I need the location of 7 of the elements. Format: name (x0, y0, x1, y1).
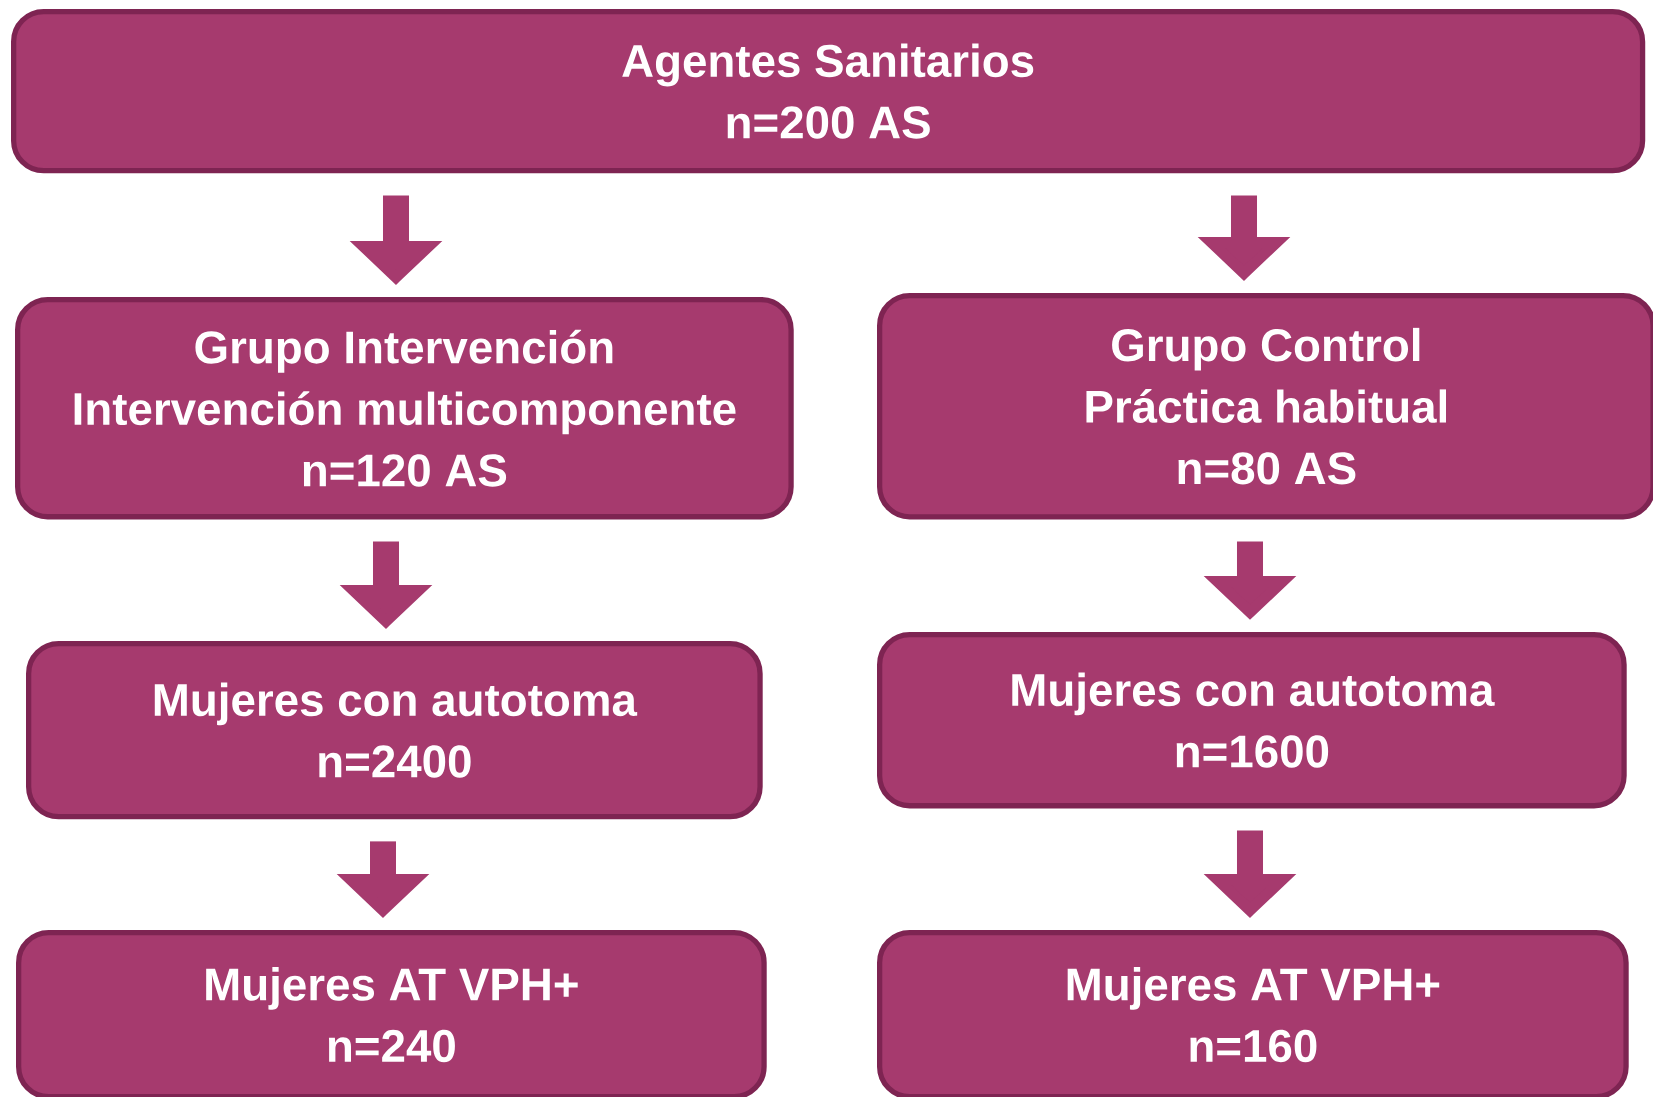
process-box: Grupo Intervención Intervención multicomponente n=120 AS (15, 297, 794, 520)
process-box: Mujeres con autotoma n=1600 (877, 632, 1627, 809)
process-box: Agentes Sanitarios n=200 AS (11, 9, 1646, 174)
process-box: Grupo Control Práctica habitual n=80 AS (877, 293, 1653, 520)
process-box: Mujeres AT VPH+ n=160 (877, 930, 1629, 1097)
process-box: Mujeres AT VPH+ n=240 (16, 930, 767, 1097)
process-box: Mujeres con autotoma n=2400 (26, 641, 763, 820)
